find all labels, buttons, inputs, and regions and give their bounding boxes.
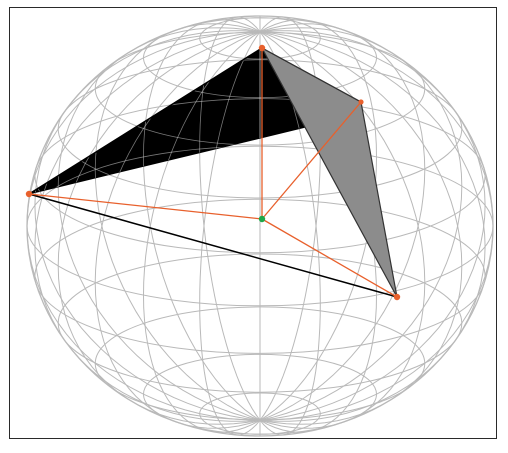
upper-right-point bbox=[358, 99, 363, 104]
top-point bbox=[259, 45, 265, 51]
center-point bbox=[259, 216, 265, 222]
left-to-bottom-edge bbox=[29, 194, 397, 297]
bottom-right-point bbox=[394, 294, 400, 300]
left-point bbox=[26, 191, 32, 197]
